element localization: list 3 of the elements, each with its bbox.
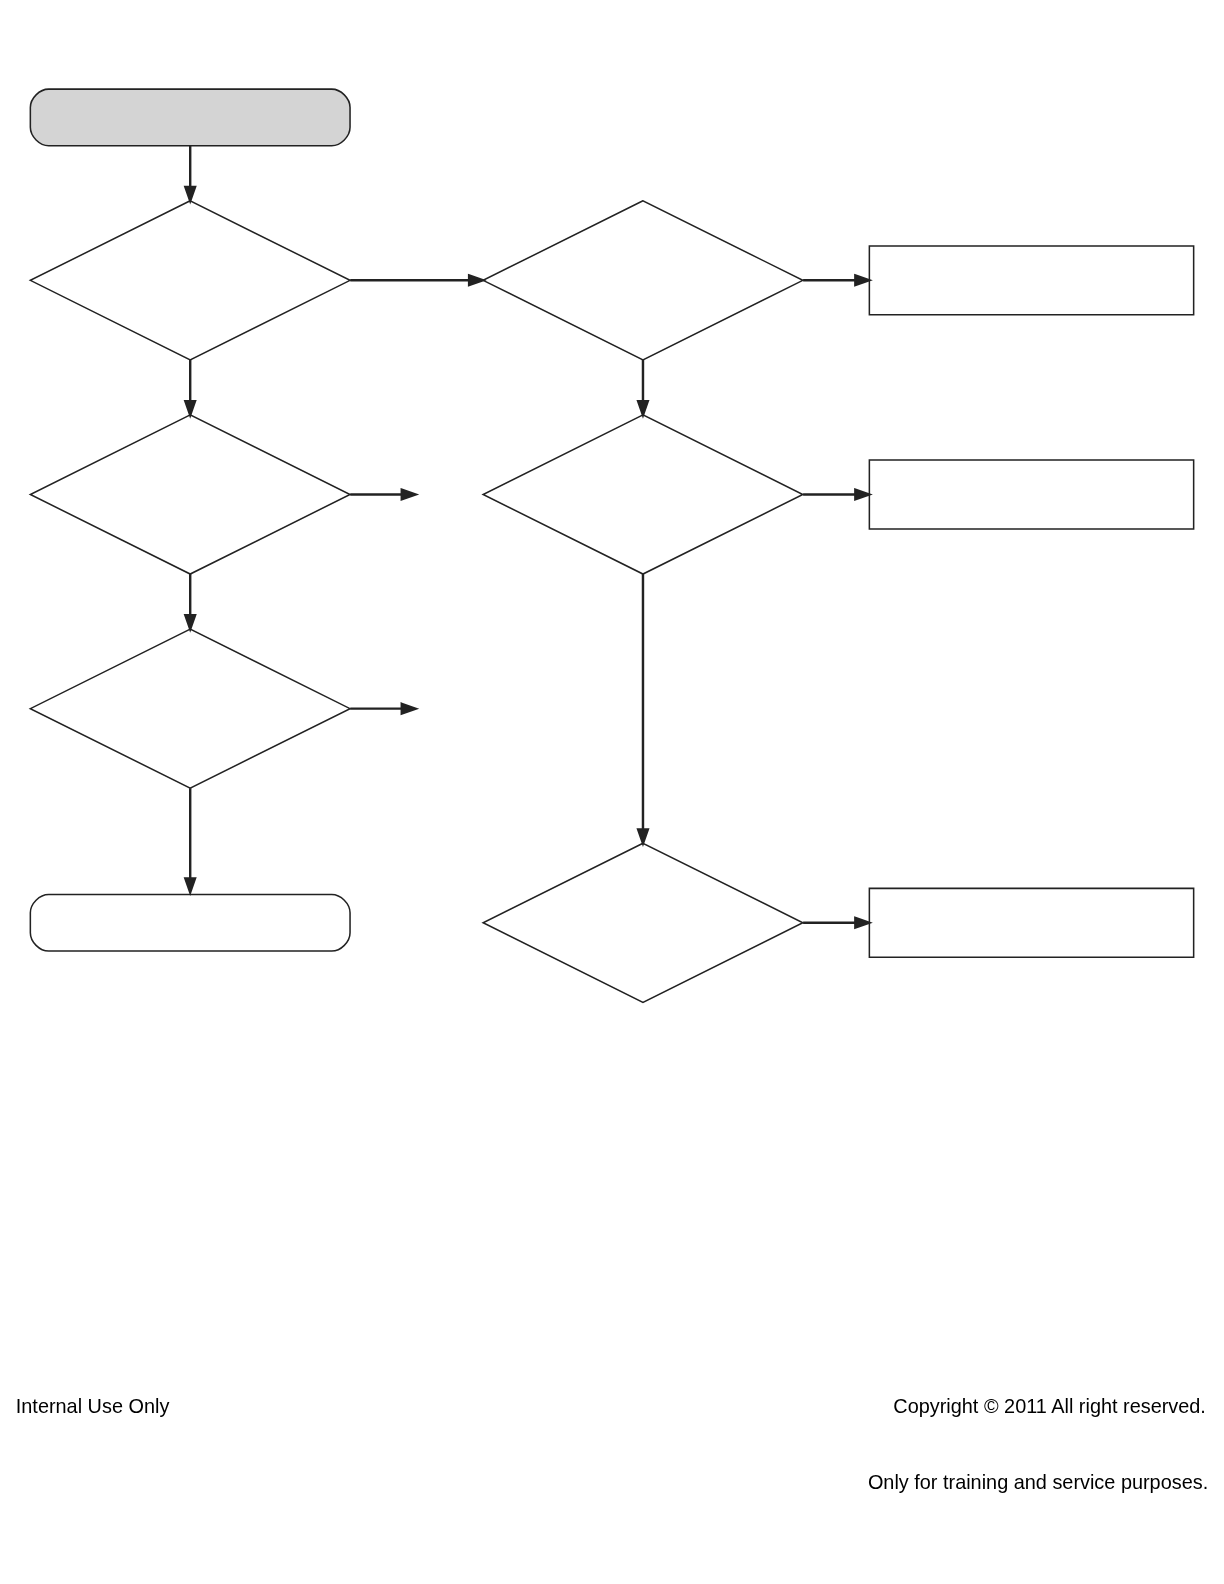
label: Internal Use Only — [15, 1394, 170, 1417]
label: Copyright © 2011 All right reserved. — [893, 1394, 1206, 1417]
label: Only for training and service purposes. — [867, 1471, 1209, 1494]
